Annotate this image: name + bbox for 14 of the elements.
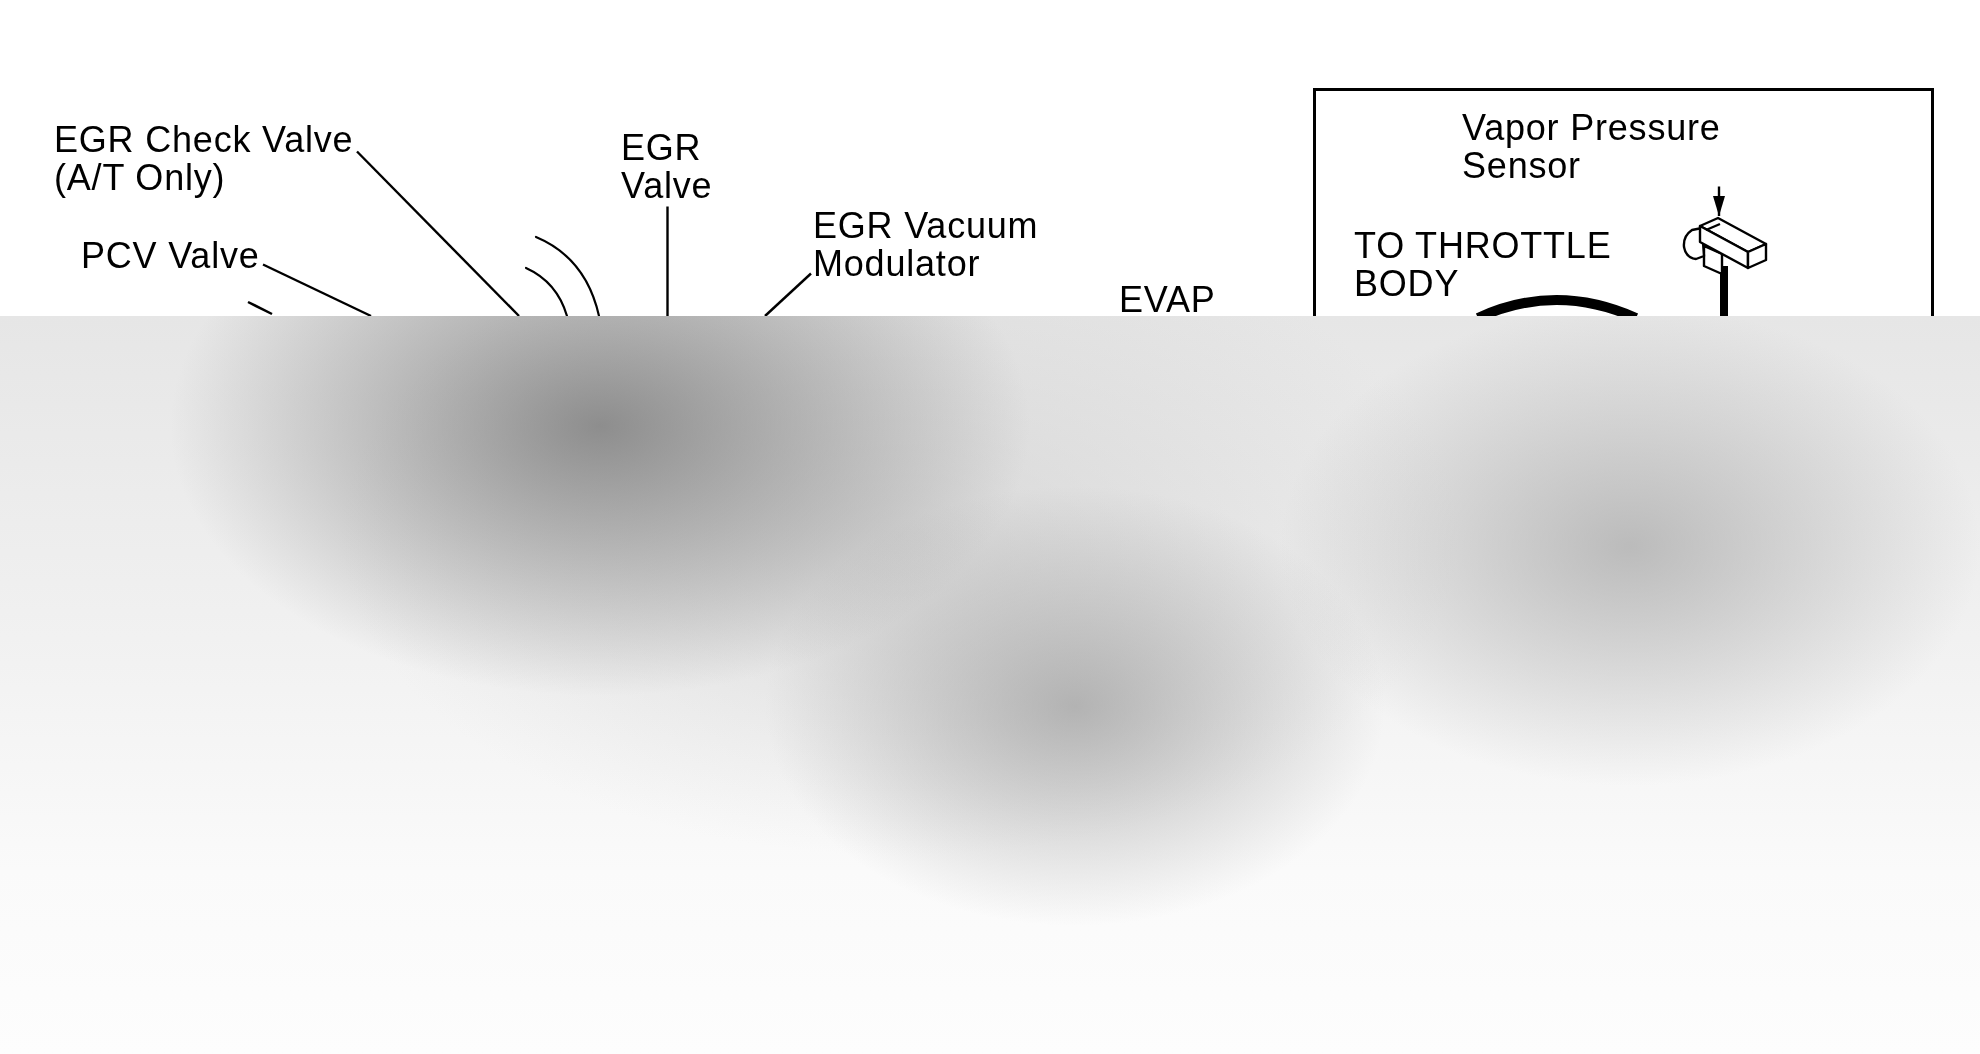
leader-line	[764, 272, 812, 317]
arrow	[1713, 186, 1725, 216]
leader-line	[356, 150, 520, 317]
part-label: EGR Vacuum Modulator	[813, 206, 1040, 283]
destination-label: TO THROTTLE BODY	[1354, 226, 1613, 303]
part-label: EGR Check Valve (A/T Only)	[54, 120, 355, 197]
part-label: Vapor Pressure Sensor	[1462, 108, 1722, 185]
leader-line	[666, 206, 669, 316]
sensor-icon	[1680, 216, 1770, 316]
part-label: PCV Valve	[81, 236, 261, 275]
part-label: EVAP	[1119, 281, 1217, 319]
leader-line	[262, 263, 372, 318]
part-label: EGR Valve	[621, 128, 714, 205]
inset-frame	[1313, 88, 1934, 316]
